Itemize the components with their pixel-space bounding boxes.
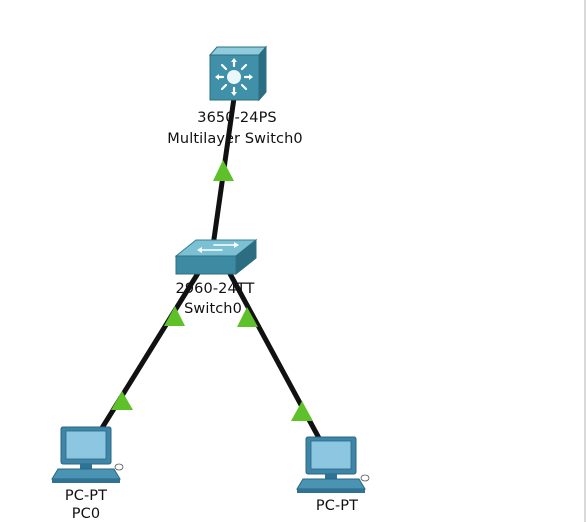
pc-icon[interactable] xyxy=(296,436,370,493)
link-status-indicators xyxy=(111,160,313,421)
link-up-indicator xyxy=(291,401,313,421)
link-up-indicator xyxy=(164,306,185,326)
link-up-indicator xyxy=(213,160,234,181)
pc0-name-label: PC0 xyxy=(71,506,101,522)
multilayer-switch-model-label: 3650-24PS xyxy=(197,110,277,126)
multilayer-switch-name-label: Multilayer Switch0 xyxy=(167,131,303,147)
switch-icon[interactable] xyxy=(174,238,258,276)
switch-model-label: 2960-24TT xyxy=(175,281,255,297)
switch-name-label: Switch0 xyxy=(184,301,242,317)
canvas-edge xyxy=(584,0,586,522)
link-up-indicator xyxy=(111,391,133,410)
pc-icon[interactable] xyxy=(51,426,124,483)
multilayer-switch-icon[interactable] xyxy=(208,45,268,102)
pc0-model-label: PC-PT xyxy=(64,488,108,504)
link-up-indicator xyxy=(237,307,258,327)
pc1-model-label: PC-PT xyxy=(315,498,359,514)
